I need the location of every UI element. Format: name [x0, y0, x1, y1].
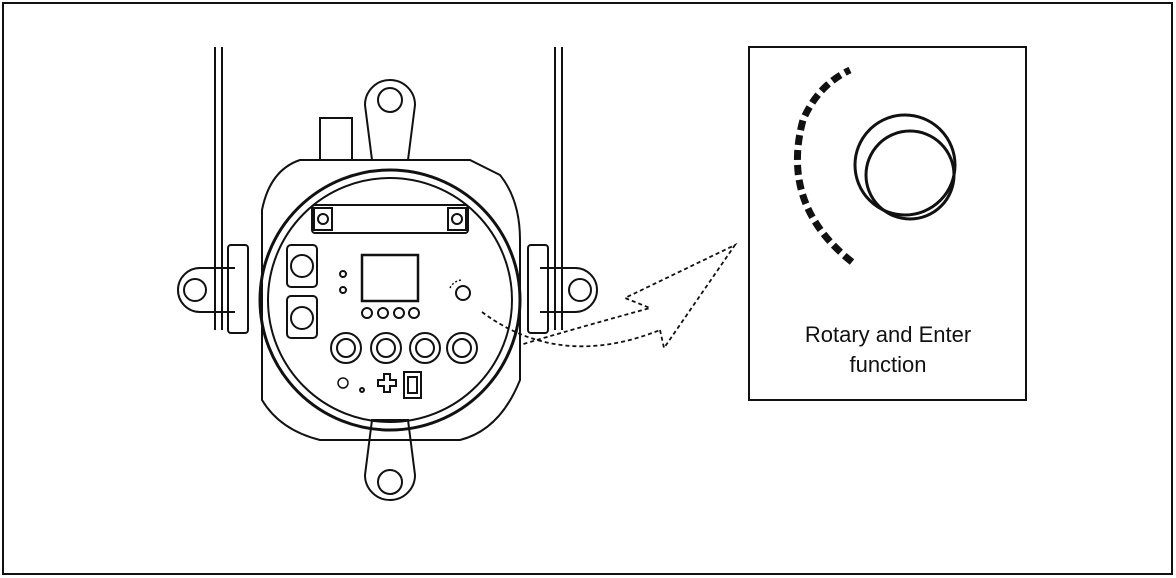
rotation-arc-icon [794, 66, 855, 265]
caption-line-2: function [849, 352, 927, 377]
dashed-arrow-icon [481, 242, 738, 351]
fixture-rear-panel-icon [177, 47, 598, 501]
inset-box [748, 46, 1027, 401]
caption-line-1: Rotary and Enter [804, 322, 972, 347]
inset-caption: Rotary and Enter function [750, 320, 1026, 380]
rotary-encoder-knob-icon [853, 113, 957, 221]
